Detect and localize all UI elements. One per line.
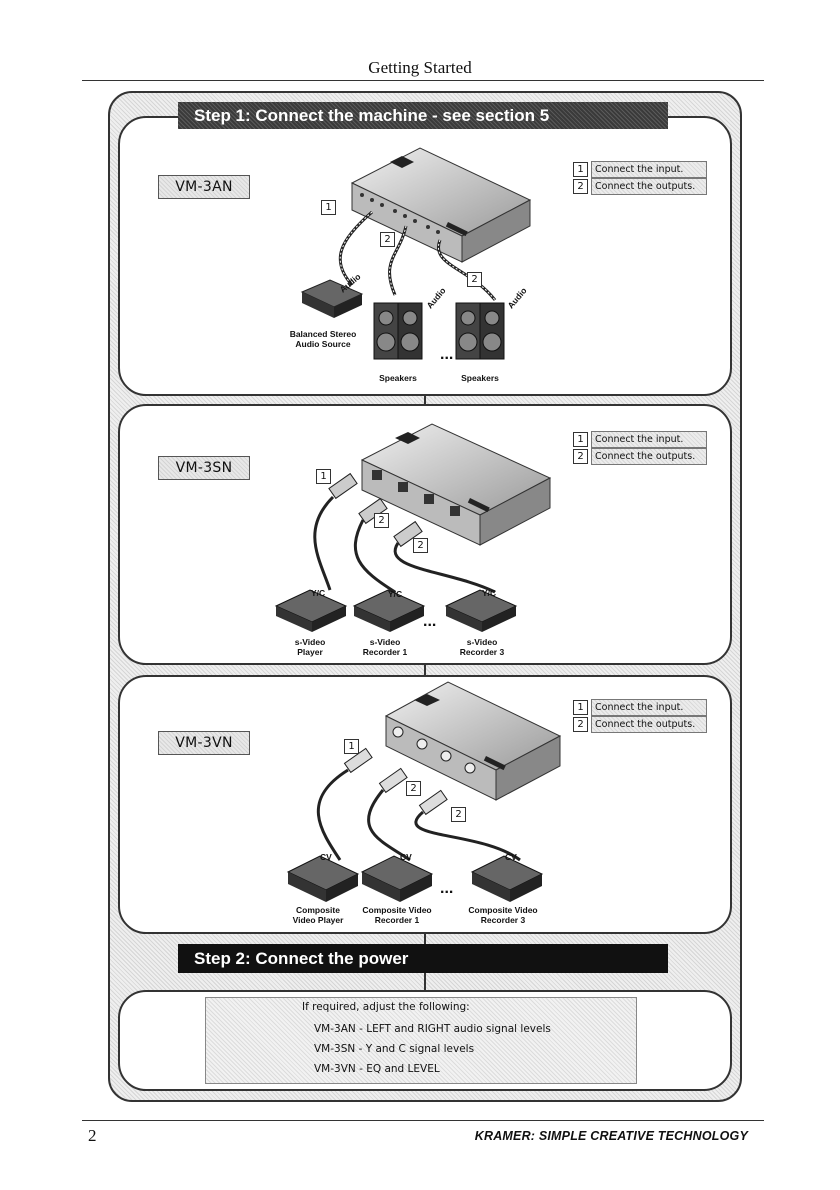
note-connect-outputs: Connect the outputs. [591, 178, 707, 195]
step-1-tag: 1 [344, 739, 359, 754]
vm-3sn-device [360, 423, 552, 546]
page-header: Getting Started [368, 58, 472, 77]
composite-video-recorder-1 [360, 855, 434, 902]
speakers-left [373, 302, 423, 360]
balanced-stereo-audio-source [300, 279, 364, 318]
step-2-tag: 2 [374, 513, 389, 528]
footer-rule [82, 1120, 764, 1121]
composite-video-cables [316, 768, 521, 862]
device-caption: Speakers [379, 373, 417, 383]
note-connect-input: Connect the input. [591, 161, 707, 178]
model-label-vm-3vn: VM-3VN [158, 731, 250, 755]
step-number-box: 1 [573, 162, 588, 177]
power-item: VM-3SN - Y and C signal levels [314, 1043, 475, 1055]
panel-connector [424, 661, 426, 675]
device-caption: s-Video Player [294, 637, 326, 657]
cable-label: CV [320, 852, 332, 862]
model-label-vm-3an: VM-3AN [158, 175, 250, 199]
device-caption: s-Video Recorder 3 [459, 637, 505, 657]
power-adjust-box: If required, adjust the following: VM-3A… [205, 997, 637, 1084]
device-caption: Balanced Stereo Audio Source [289, 329, 357, 349]
vm-3an-device [350, 147, 532, 263]
device-caption: Composite Video Recorder 1 [362, 905, 432, 925]
step2-banner: Step 2: Connect the power [178, 944, 668, 973]
s-video-player [274, 589, 348, 632]
step-number-box: 2 [573, 449, 588, 464]
step-2-tag: 2 [451, 807, 466, 822]
s-video-recorder-3 [444, 589, 518, 632]
s-video-recorder-1 [352, 589, 426, 632]
header-rule [82, 80, 764, 81]
composite-video-recorder-3 [470, 855, 544, 902]
step1-banner: Step 1: Connect the machine - see sectio… [178, 102, 668, 129]
footer-brand: KRAMER: SIMPLE CREATIVE TECHNOLOGY [474, 1129, 748, 1143]
audio-cable-stripes [339, 211, 496, 301]
bnc-connectors [343, 747, 448, 816]
cable-label: CV [505, 852, 517, 862]
power-item: VM-3AN - LEFT and RIGHT audio signal lev… [314, 1023, 551, 1035]
step-2-tag: 2 [380, 232, 395, 247]
power-item: VM-3VN - EQ and LEVEL [314, 1063, 440, 1075]
vm-3vn-device [384, 681, 562, 801]
ellipsis: ... [423, 613, 437, 630]
device-caption: Speakers [461, 373, 499, 383]
power-intro: If required, adjust the following: [302, 1001, 470, 1013]
panel-connector [424, 972, 426, 990]
device-caption: s-Video Recorder 1 [362, 637, 408, 657]
note-connect-input: Connect the input. [591, 431, 707, 448]
cable-label: CV [400, 852, 412, 862]
speakers-right [455, 302, 505, 360]
step-number-box: 1 [573, 432, 588, 447]
page-number: 2 [88, 1126, 97, 1145]
cable-label: Y/C [311, 588, 326, 598]
note-connect-outputs: Connect the outputs. [591, 448, 707, 465]
device-caption: Composite Video Player [292, 905, 344, 925]
step-2-tag: 2 [413, 538, 428, 553]
step-2-tag: 2 [406, 781, 421, 796]
composite-video-player [286, 855, 360, 902]
panel-connector [424, 392, 426, 404]
ellipsis: ... [440, 880, 454, 897]
ellipsis: ... [440, 346, 454, 363]
note-connect-outputs: Connect the outputs. [591, 716, 707, 733]
device-caption: Composite Video Recorder 3 [468, 905, 538, 925]
step-number-box: 2 [573, 717, 588, 732]
model-label-vm-3sn: VM-3SN [158, 456, 250, 480]
s-video-cables [313, 495, 496, 594]
panel-connector [424, 930, 426, 944]
s-video-connectors [328, 472, 423, 548]
step-2-tag: 2 [467, 272, 482, 287]
step-1-tag: 1 [321, 200, 336, 215]
cable-label: Y/C [388, 589, 403, 599]
step-number-box: 1 [573, 700, 588, 715]
step-1-tag: 1 [316, 469, 331, 484]
note-connect-input: Connect the input. [591, 699, 707, 716]
cable-label: Y/C [482, 588, 497, 598]
step-number-box: 2 [573, 179, 588, 194]
